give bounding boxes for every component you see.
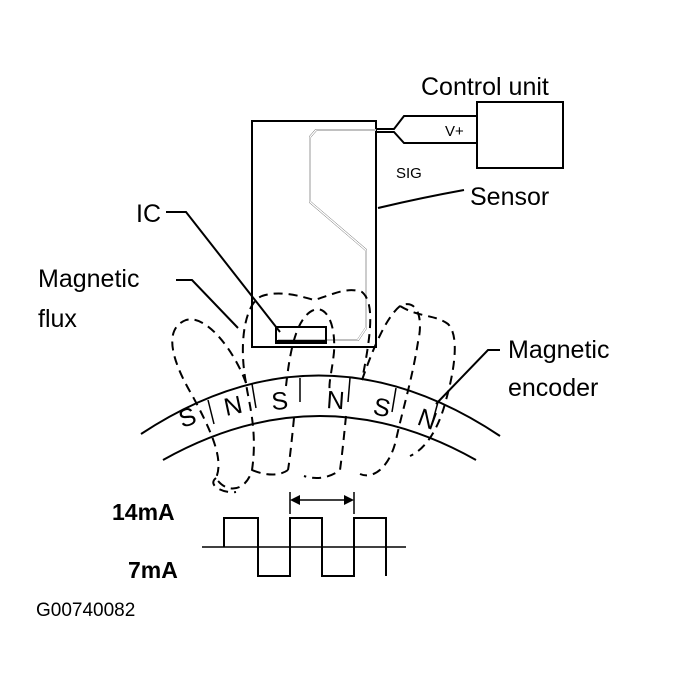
pole-s-1: S: [175, 402, 200, 434]
pole-s-2: S: [270, 387, 289, 416]
pole-s-3: S: [371, 392, 393, 423]
period-arrow: [289, 492, 355, 514]
current-low-label: 7mA: [128, 557, 178, 583]
ic-leader: [166, 211, 281, 333]
magnetic-encoder-label-line1: Magnetic: [508, 336, 609, 364]
vplus-label: V+: [445, 123, 464, 140]
encoder-inner-arc: [162, 415, 477, 461]
sensor-lead-frame-inner: [278, 129, 376, 341]
control-unit-box: [476, 101, 564, 169]
sig-label: SIG: [396, 165, 422, 182]
sensor-leader: [377, 189, 465, 209]
sensor-housing: [251, 120, 377, 348]
pole-n-2: N: [326, 386, 346, 415]
magnetic-encoder-label-line2: encoder: [508, 374, 598, 402]
flux-lines: [171, 289, 456, 494]
ic-chip-base: [276, 340, 326, 344]
sensor-label: Sensor: [470, 183, 549, 211]
sensor-lead-frame: [278, 129, 376, 341]
magnetic-flux-label-line1: Magnetic: [38, 265, 139, 293]
pole-n-1: N: [221, 391, 244, 422]
current-waveform: [223, 517, 387, 577]
magnetic-encoder-leader: [435, 349, 500, 405]
sig-wire: [377, 131, 477, 144]
vplus-wire: [377, 115, 477, 130]
encoder-outer-arc: [140, 374, 501, 437]
magnetic-flux-label-line2: flux: [38, 305, 77, 333]
control-unit-label: Control unit: [421, 73, 549, 101]
ic-label: IC: [136, 200, 161, 228]
current-high-label: 14mA: [112, 499, 175, 525]
pole-dividers: [207, 377, 439, 425]
magnetic-flux-leader: [176, 279, 239, 329]
figure-code: G00740082: [36, 600, 135, 621]
